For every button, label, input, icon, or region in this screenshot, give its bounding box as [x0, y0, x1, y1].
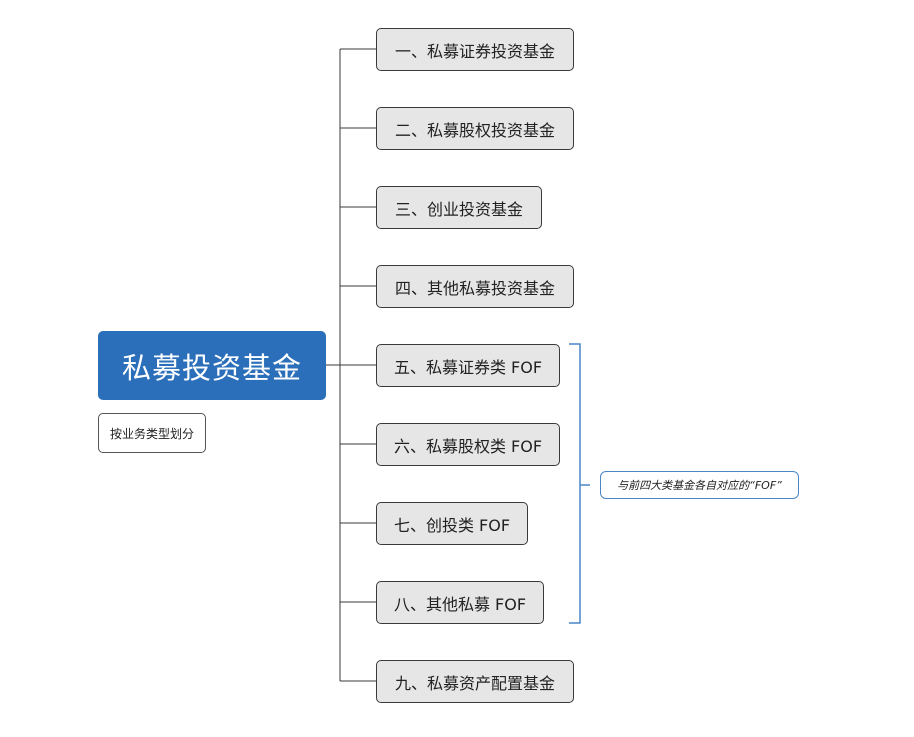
root-note[interactable]: 按业务类型划分: [98, 413, 206, 453]
child-topic-6[interactable]: 六、私募股权类 FOF: [376, 423, 560, 466]
summary-bracket: [569, 343, 581, 624]
child-topic-5[interactable]: 五、私募证券类 FOF: [376, 344, 560, 387]
child-topic-9[interactable]: 九、私募资产配置基金: [376, 660, 574, 703]
root-topic[interactable]: 私募投资基金: [98, 331, 326, 400]
summary-topic[interactable]: 与前四大类基金各自对应的“FOF”: [600, 471, 799, 499]
child-topic-2[interactable]: 二、私募股权投资基金: [376, 107, 574, 150]
child-topic-4[interactable]: 四、其他私募投资基金: [376, 265, 574, 308]
child-topic-3[interactable]: 三、创业投资基金: [376, 186, 542, 229]
child-topic-8[interactable]: 八、其他私募 FOF: [376, 581, 544, 624]
child-topic-1[interactable]: 一、私募证券投资基金: [376, 28, 574, 71]
child-topic-7[interactable]: 七、创投类 FOF: [376, 502, 528, 545]
